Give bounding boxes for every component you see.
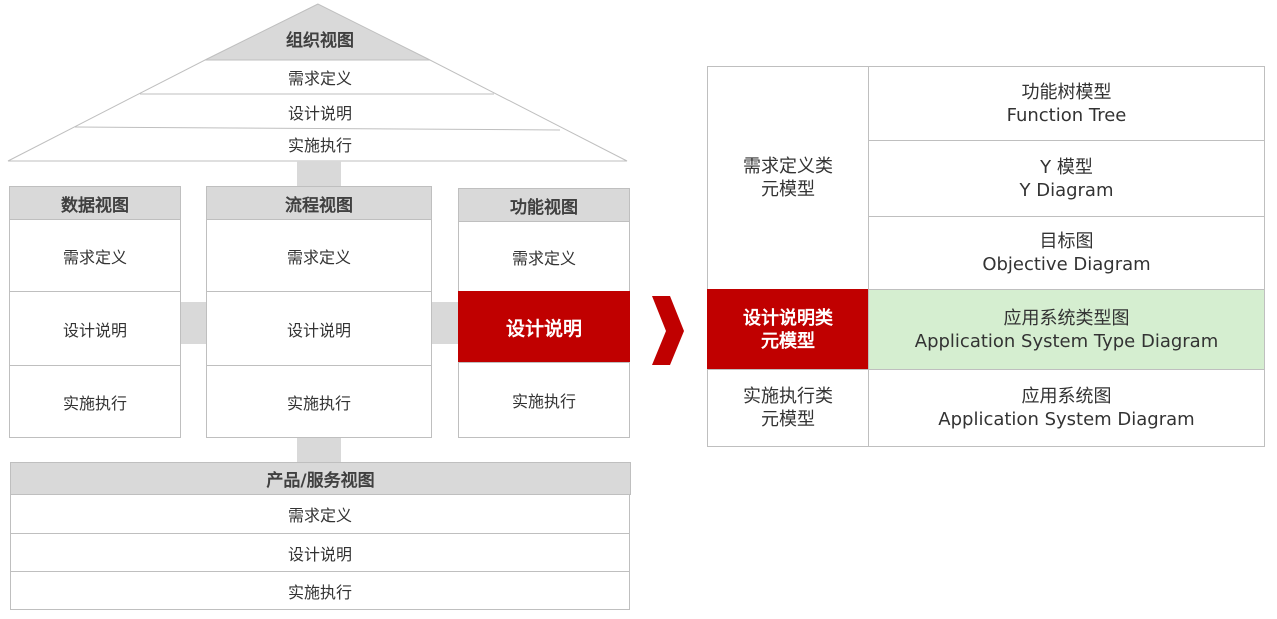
connector-data-process bbox=[180, 302, 207, 344]
product-view-title: 产品/服务视图 bbox=[10, 462, 631, 495]
model-objective-diagram: 目标图 Objective Diagram bbox=[868, 216, 1265, 290]
function-view-row-requirements: 需求定义 bbox=[458, 221, 630, 292]
function-view-title: 功能视图 bbox=[458, 188, 630, 222]
org-view-row-design: 设计说明 bbox=[287, 104, 352, 123]
org-view-row-implementation: 实施执行 bbox=[287, 136, 352, 155]
function-view-row-implementation: 实施执行 bbox=[458, 362, 630, 438]
data-view-row-requirements: 需求定义 bbox=[9, 219, 181, 292]
meta-group-requirements-label: 需求定义类 元模型 bbox=[707, 66, 869, 290]
model-function-tree: 功能树模型 Function Tree bbox=[868, 66, 1265, 141]
connector-org-process bbox=[297, 161, 341, 187]
org-view-title: 组织视图 bbox=[286, 30, 354, 51]
data-view-row-implementation: 实施执行 bbox=[9, 365, 181, 438]
process-view-row-requirements: 需求定义 bbox=[206, 219, 432, 292]
process-view-title: 流程视图 bbox=[206, 186, 432, 220]
product-view-row-implementation: 实施执行 bbox=[10, 571, 630, 610]
data-view-row-design: 设计说明 bbox=[9, 291, 181, 366]
connector-process-product bbox=[297, 437, 341, 463]
data-view-title: 数据视图 bbox=[9, 186, 181, 220]
connector-process-function bbox=[431, 302, 459, 344]
org-view-row-requirements: 需求定义 bbox=[287, 69, 352, 88]
model-y-diagram: Y 模型 Y Diagram bbox=[868, 140, 1265, 217]
model-application-system-type-diagram-highlighted: 应用系统类型图 Application System Type Diagram bbox=[868, 289, 1265, 370]
meta-group-design-label-highlighted: 设计说明类 元模型 bbox=[707, 289, 869, 370]
process-view-row-implementation: 实施执行 bbox=[206, 365, 432, 438]
function-view-row-design-highlighted: 设计说明 bbox=[458, 291, 630, 363]
model-application-system-diagram: 应用系统图 Application System Diagram bbox=[868, 369, 1265, 447]
product-view-row-requirements: 需求定义 bbox=[10, 494, 630, 534]
arrow-right-icon bbox=[652, 296, 684, 365]
org-view-roof bbox=[7, 3, 628, 162]
meta-group-implementation-label: 实施执行类 元模型 bbox=[707, 369, 869, 447]
product-view-row-design: 设计说明 bbox=[10, 533, 630, 572]
process-view-row-design: 设计说明 bbox=[206, 291, 432, 366]
